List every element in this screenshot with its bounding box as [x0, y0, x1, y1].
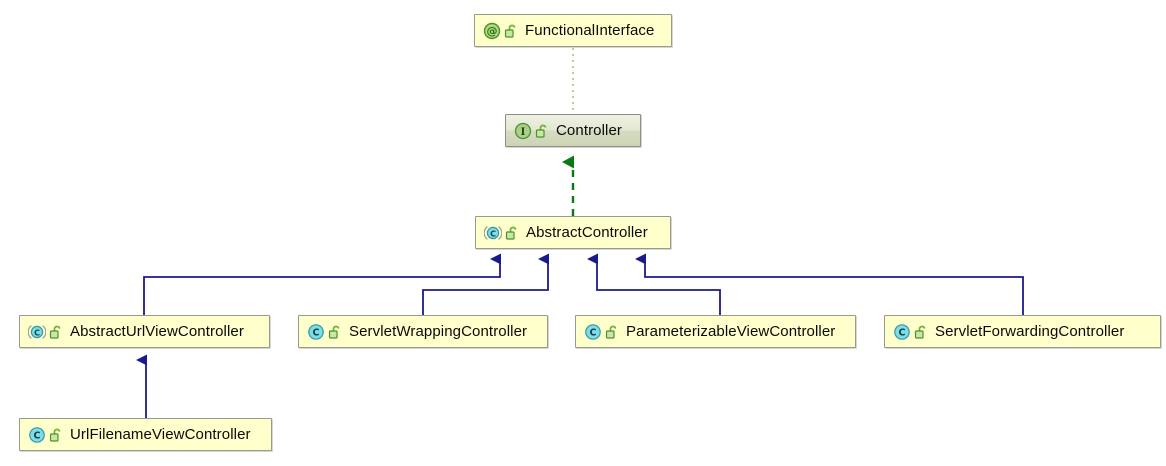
node-label: AbstractController — [526, 224, 648, 241]
node-label: ParameterizableViewController — [626, 323, 836, 340]
public-unlocked-icon — [535, 123, 549, 139]
public-unlocked-icon — [328, 324, 342, 340]
svg-text:C: C — [899, 327, 906, 338]
class-c-icon: C — [584, 323, 602, 341]
public-unlocked-icon — [504, 23, 518, 39]
interface-i-icon: I — [514, 122, 532, 140]
abstract-class-c-icon: C — [484, 224, 502, 242]
node-servlet-wrapping-controller[interactable]: C ServletWrappingController — [298, 315, 548, 348]
public-unlocked-icon — [49, 324, 63, 340]
annotation-at-icon: @ — [483, 22, 501, 40]
node-abstract-controller[interactable]: C AbstractController — [475, 216, 671, 249]
public-unlocked-icon — [505, 225, 519, 241]
svg-text:C: C — [313, 327, 320, 338]
node-label: UrlFilenameViewController — [70, 426, 251, 443]
node-label: Controller — [556, 122, 623, 139]
node-servlet-forwarding-controller[interactable]: C ServletForwardingController — [884, 315, 1161, 348]
svg-text:C: C — [34, 430, 41, 441]
node-url-filename-view-controller[interactable]: C UrlFilenameViewController — [19, 418, 272, 451]
abstract-class-c-icon: C — [28, 323, 46, 341]
node-label: AbstractUrlViewController — [70, 323, 244, 340]
edge-extends-servlet-wrapping-controller — [422, 259, 548, 315]
edge-extends-servlet-forwarding-controller — [645, 259, 1024, 315]
svg-text:@: @ — [487, 24, 498, 37]
node-functional-interface[interactable]: @ FunctionalInterface — [474, 14, 672, 47]
node-abstract-url-view-controller[interactable]: C AbstractUrlViewController — [19, 315, 270, 348]
node-parameterizable-view-controller[interactable]: C ParameterizableViewController — [575, 315, 856, 348]
node-controller[interactable]: I Controller — [505, 114, 641, 147]
edge-extends-abstract-url-view-controller — [143, 259, 500, 315]
node-label: FunctionalInterface — [525, 22, 655, 39]
svg-text:C: C — [34, 328, 40, 337]
svg-text:C: C — [490, 229, 496, 238]
public-unlocked-icon — [605, 324, 619, 340]
node-label: ServletWrappingController — [349, 323, 528, 340]
node-label: ServletForwardingController — [935, 323, 1125, 340]
public-unlocked-icon — [49, 427, 63, 443]
class-c-icon: C — [307, 323, 325, 341]
class-c-icon: C — [893, 323, 911, 341]
class-c-icon: C — [28, 426, 46, 444]
edge-extends-parameterizable-view-controller — [597, 259, 721, 315]
public-unlocked-icon — [914, 324, 928, 340]
svg-text:C: C — [590, 327, 597, 338]
svg-text:I: I — [521, 126, 526, 137]
